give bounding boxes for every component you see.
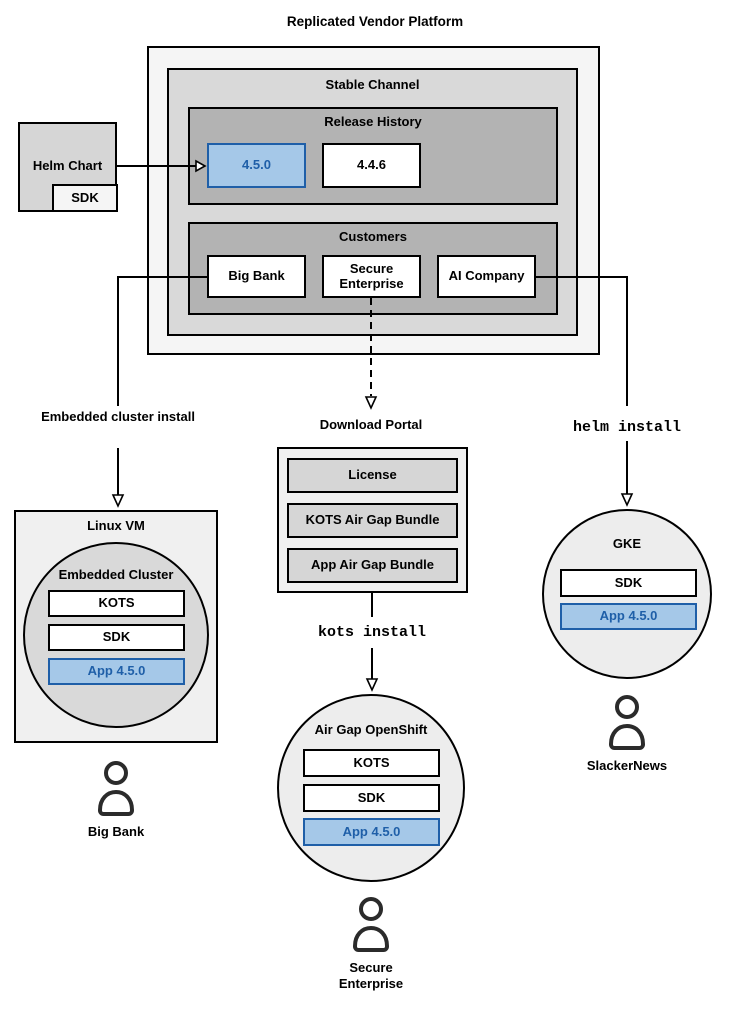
portal-license: License [287,458,458,493]
ec-kots: KOTS [48,590,185,617]
portal-kots-airgap-bundle: KOTS Air Gap Bundle [287,503,458,538]
release-history-label: Release History [324,114,422,129]
release-4-5-0: 4.5.0 [207,143,306,188]
user-slackernews-label: SlackerNews [586,758,668,773]
helm-chart-sdk: SDK [52,184,118,212]
ec-app: App 4.5.0 [48,658,185,685]
portal-app-airgap-bundle: App Air Gap Bundle [287,548,458,583]
os-kots: KOTS [303,749,440,777]
release-4-4-6: 4.4.6 [322,143,421,188]
kots-install-label: kots install [317,624,427,641]
user-secure-enterprise-label: Secure Enterprise [338,960,404,991]
stable-channel-label: Stable Channel [325,77,420,92]
gke-sdk: SDK [560,569,697,597]
helm-chart-label: Helm Chart [32,158,103,173]
customer-ai-company: AI Company [437,255,536,298]
embedded-cluster-install-label: Embedded cluster install [41,409,195,424]
person-icon [98,761,134,816]
customer-big-bank: Big Bank [207,255,306,298]
gke-app: App 4.5.0 [560,603,697,630]
customers-label: Customers [339,229,407,244]
gke-label: GKE [612,536,642,551]
user-big-bank-label: Big Bank [87,824,145,839]
embedded-cluster-label: Embedded Cluster [58,567,174,582]
helm-install-label: helm install [572,419,682,436]
linux-vm-label: Linux VM [87,518,145,533]
download-portal-label: Download Portal [319,417,423,432]
airgap-openshift-label: Air Gap OpenShift [314,722,428,737]
os-app: App 4.5.0 [303,818,440,846]
diagram-title: Replicated Vendor Platform [286,14,464,29]
person-icon [609,695,645,750]
os-sdk: SDK [303,784,440,812]
customer-secure-enterprise: Secure Enterprise [322,255,421,298]
person-icon [353,897,389,952]
ec-sdk: SDK [48,624,185,651]
